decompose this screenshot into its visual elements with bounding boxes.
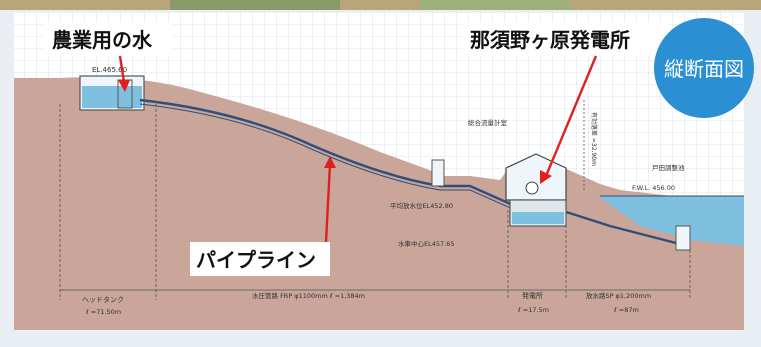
section-power-station: 発電所 [522, 291, 543, 300]
callout-box-farm-water [44, 22, 172, 56]
section-badge-label: 縦断面図 [664, 57, 744, 81]
callout-farm-water: 農業用の水 [52, 28, 153, 52]
head-tank [79, 75, 145, 111]
flow-meter-chamber [431, 159, 445, 187]
section-badge [654, 18, 754, 118]
power-station-building [505, 153, 567, 227]
annotation-surge-tank: 総合流量計室 [468, 118, 508, 127]
outlet-structure [675, 225, 691, 251]
annotation-turbine-center: 水車中心EL457.65 [398, 239, 454, 248]
callout-box-pipeline [190, 242, 330, 276]
section-tailrace-length: ℓ =87m [614, 306, 639, 314]
top-photo-strip [0, 0, 761, 10]
annotation-normal-level: 平均放水位EL452.80 [390, 201, 453, 210]
arrow-power-station [540, 55, 598, 184]
section-penstock: 水圧管路 FRP φ1100mm ℓ =1,384m [252, 291, 365, 300]
callout-power-station: 那須野ヶ原発電所 [470, 28, 630, 52]
regulating-pond-water [598, 196, 744, 246]
annotation-togawa: 戸田調整池 [652, 163, 685, 172]
section-head-tank-length: ℓ =71.50m [86, 308, 121, 316]
callout-box-power-station [462, 22, 668, 56]
section-power-station-length: ℓ =17.5m [518, 306, 549, 314]
section-tailrace: 放水路SP φ1,200mm [586, 291, 651, 300]
pipeline-pipe [139, 98, 690, 246]
annotation-fwl: F.W.L. 456.00 [632, 184, 675, 192]
callout-pipeline: パイプライン [196, 248, 316, 272]
annotation-head-el: EL.465.60 [92, 66, 127, 74]
annotation-head: 有効落差 =32.90m [590, 112, 598, 166]
arrow-farm-water [118, 55, 130, 92]
section-head-tank: ヘッドタンク [82, 295, 124, 304]
arrow-pipeline [324, 156, 336, 243]
